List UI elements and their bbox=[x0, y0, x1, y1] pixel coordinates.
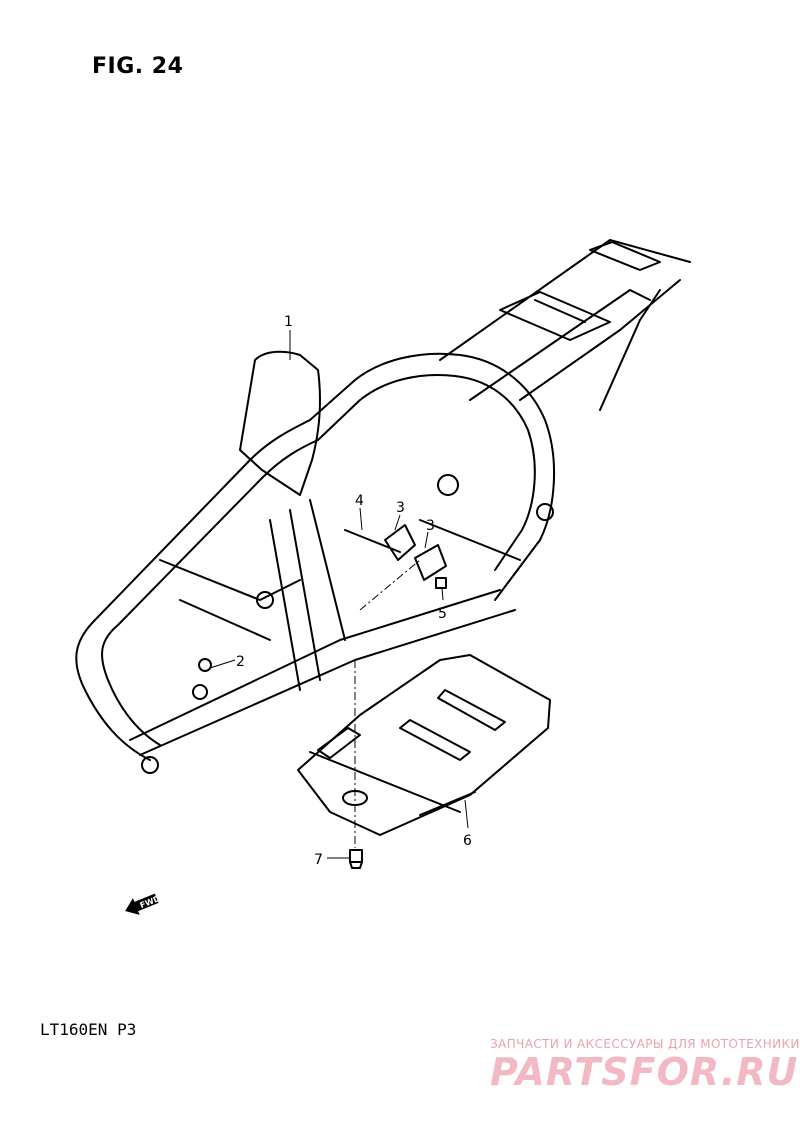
rear-rail-mid bbox=[469, 289, 651, 401]
callout-7: 7 bbox=[314, 852, 323, 868]
skid-plate-rib-5 bbox=[419, 791, 476, 816]
frame-main-loop bbox=[75, 352, 556, 761]
skid-plate-rib-1 bbox=[309, 751, 461, 813]
rear-crossbar-3 bbox=[534, 299, 586, 323]
frame-inner-loop bbox=[101, 374, 536, 746]
callout-4: 4 bbox=[355, 493, 364, 509]
front-plate bbox=[239, 350, 321, 496]
leader-4 bbox=[359, 507, 363, 531]
assembly-line-mount bbox=[359, 559, 421, 611]
callout-3a: 3 bbox=[396, 500, 405, 516]
fwd-arrow-label: FWD bbox=[139, 894, 162, 910]
model-code: LT160EN P3 bbox=[40, 1020, 137, 1039]
rear-crossbar-1 bbox=[499, 291, 611, 341]
bracket-hole-1 bbox=[141, 756, 159, 774]
skid-plate bbox=[297, 654, 551, 836]
leader-3a bbox=[394, 514, 401, 531]
bracket-hole-2 bbox=[437, 474, 459, 496]
callout-6: 6 bbox=[463, 833, 472, 849]
mount-nut bbox=[435, 577, 447, 589]
leader-5 bbox=[441, 587, 444, 601]
rear-rail-upper bbox=[439, 239, 691, 361]
mount-bolt bbox=[344, 529, 401, 553]
callout-2: 2 bbox=[236, 654, 245, 670]
callout-1: 1 bbox=[284, 314, 293, 330]
skid-plate-rib-2 bbox=[437, 689, 506, 731]
skid-plate-rib-4 bbox=[399, 719, 471, 761]
skid-bolt-head bbox=[349, 861, 363, 869]
callout-3b: 3 bbox=[426, 518, 435, 534]
cross-member-3 bbox=[419, 519, 521, 561]
figure-title: FIG. 24 bbox=[92, 54, 184, 79]
watermark-tagline: ЗАПЧАСТИ И АКСЕССУАРЫ ДЛЯ МОТОТЕХНИКИ bbox=[490, 1037, 800, 1051]
lower-bar-front bbox=[129, 589, 501, 741]
bracket-hole-5 bbox=[198, 658, 212, 672]
cross-member-2 bbox=[179, 599, 271, 641]
leader-6 bbox=[464, 799, 469, 829]
engine-mount-plate-b bbox=[414, 544, 447, 581]
down-tube-2 bbox=[289, 509, 321, 681]
watermark-logo: PARTSFOR.RU bbox=[490, 1050, 799, 1094]
bracket-hole-4 bbox=[256, 591, 274, 609]
engine-mount-plate-a bbox=[384, 524, 416, 561]
bracket-hole-3 bbox=[536, 503, 554, 521]
leader-3b bbox=[424, 531, 429, 549]
skid-bolt bbox=[349, 849, 363, 863]
rear-crossbar-2 bbox=[589, 241, 661, 271]
down-tube-1 bbox=[269, 519, 301, 691]
leader-2 bbox=[209, 659, 236, 669]
callout-5: 5 bbox=[438, 606, 447, 622]
fwd-arrow-icon: FWD bbox=[125, 893, 162, 915]
down-tube-3 bbox=[309, 499, 346, 641]
skid-plate-rib-3 bbox=[317, 727, 361, 759]
bracket-hole-6 bbox=[192, 684, 208, 700]
cross-member bbox=[159, 559, 301, 601]
lower-bar-rear bbox=[139, 609, 516, 756]
rear-rail-lower bbox=[519, 279, 681, 401]
rear-rail-strut bbox=[599, 289, 661, 411]
